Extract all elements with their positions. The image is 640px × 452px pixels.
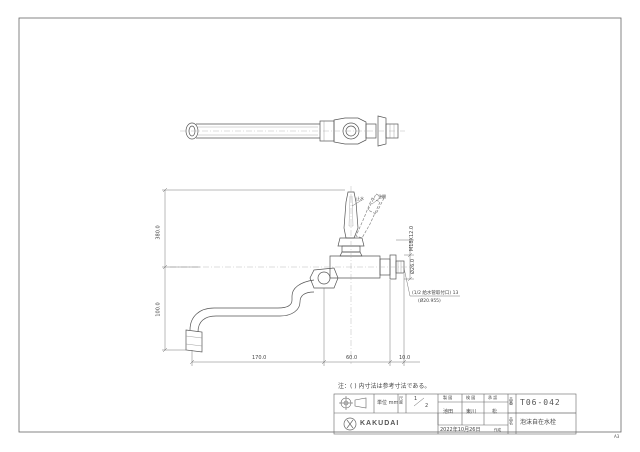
scale-label: 尺度 (399, 396, 404, 404)
part-no: T06-042 (520, 398, 561, 407)
drawing-date: 2022年10月26日 (440, 427, 481, 433)
label-open: 全開 (378, 194, 386, 199)
col1-name: 池田 (443, 409, 454, 415)
reference-note: 注：( ) 内寸法は参考寸法である。 (338, 383, 431, 390)
part-name: 泡沫自在水栓 (520, 419, 557, 426)
sheet-number: A3 (614, 434, 620, 439)
date-suffix: 作成 (494, 428, 501, 432)
col1-header: 製 図 (443, 395, 453, 400)
drawing-frame (18, 17, 622, 433)
scale-num: 1 (414, 396, 418, 402)
dim-10: 10.0 (399, 355, 411, 361)
label-top: 止水 (356, 196, 364, 201)
projection-symbol-icon (339, 396, 367, 410)
thread-alt-label: (Ø20.955) (418, 299, 441, 304)
logo-text: KAKUDAI (360, 420, 400, 427)
title-block (333, 393, 577, 435)
scale-den: 2 (425, 403, 429, 409)
col3-header: 承 認 (488, 395, 498, 400)
dim-100: 100.0 (155, 302, 162, 317)
dim-170: 170.0 (252, 355, 267, 361)
kakudai-logo-icon (343, 417, 357, 431)
dimension-lines (162, 187, 460, 366)
unit-label: 単位 mm (377, 400, 399, 406)
thread-label: (1/2 給水管取付口) 13 (412, 291, 459, 296)
dim-380: 380.0 (155, 225, 162, 240)
dim-od: Ø26.0 (410, 258, 417, 275)
col2-header: 検 図 (466, 395, 476, 400)
col2-name: 東川 (466, 409, 477, 415)
part-name-label: 品名 (509, 417, 514, 425)
part-no-label: 品番 (509, 397, 514, 405)
dim-m18: M18X12.0 (409, 225, 416, 252)
dim-60: 60.0 (346, 355, 358, 361)
front-view (185, 191, 405, 353)
col3-name: 松 (492, 409, 498, 415)
